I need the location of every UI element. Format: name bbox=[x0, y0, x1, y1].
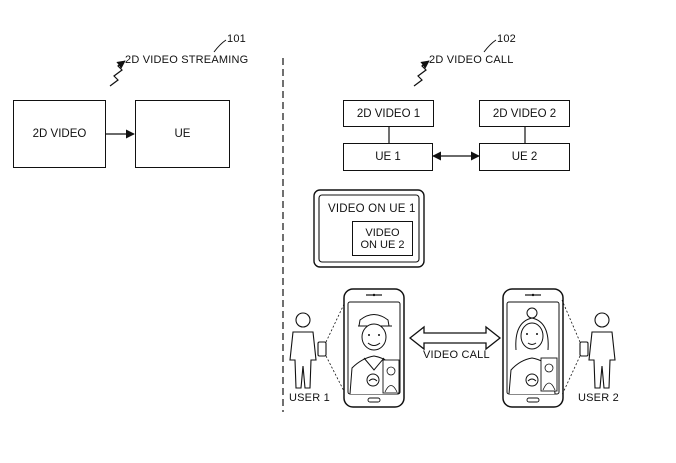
ref-101-leader bbox=[213, 39, 227, 53]
right-section-title: 2D VIDEO CALL bbox=[429, 54, 514, 66]
video-call-double-arrow bbox=[408, 325, 502, 351]
ref-label-102: 102 bbox=[497, 33, 516, 45]
video1-label: 2D VIDEO 1 bbox=[356, 107, 421, 120]
ue-box: UE bbox=[135, 100, 230, 168]
user1-label: USER 1 bbox=[289, 392, 330, 404]
right-title-squiggle-arrow bbox=[413, 60, 430, 87]
screen-pip-label: VIDEO ON UE 2 bbox=[360, 226, 405, 251]
user2-figure-icon bbox=[579, 312, 616, 389]
ue2-box: UE 2 bbox=[479, 143, 570, 171]
ref-102-leader bbox=[483, 39, 497, 53]
ue1-box: UE 1 bbox=[343, 143, 433, 171]
video2-box: 2D VIDEO 2 bbox=[479, 100, 570, 127]
left-section-title: 2D VIDEO STREAMING bbox=[125, 54, 249, 66]
screen-pip-box: VIDEO ON UE 2 bbox=[352, 221, 413, 256]
user1-zoom-line-bottom bbox=[325, 355, 347, 396]
phone-ue2-icon bbox=[502, 288, 564, 408]
user1-zoom-line-top bbox=[325, 299, 347, 343]
ref-label-101: 101 bbox=[227, 33, 246, 45]
phone-ue1-icon bbox=[343, 288, 405, 408]
video1-box: 2D VIDEO 1 bbox=[343, 100, 434, 127]
user1-figure-icon bbox=[289, 312, 327, 389]
left-title-squiggle-arrow bbox=[109, 60, 126, 87]
video-source-label: 2D VIDEO bbox=[32, 128, 87, 140]
ue2-label: UE 2 bbox=[511, 151, 538, 163]
screen-main-label: VIDEO ON UE 1 bbox=[328, 203, 416, 215]
user2-zoom-line-bottom bbox=[561, 355, 581, 396]
ue1-label: UE 1 bbox=[375, 151, 401, 163]
user2-zoom-line-top bbox=[561, 299, 581, 343]
user2-label: USER 2 bbox=[578, 392, 619, 404]
video-source-box: 2D VIDEO bbox=[13, 100, 106, 168]
video2-label: 2D VIDEO 2 bbox=[492, 107, 557, 120]
video-call-label: VIDEO CALL bbox=[423, 349, 490, 361]
ue-label: UE bbox=[174, 128, 191, 140]
